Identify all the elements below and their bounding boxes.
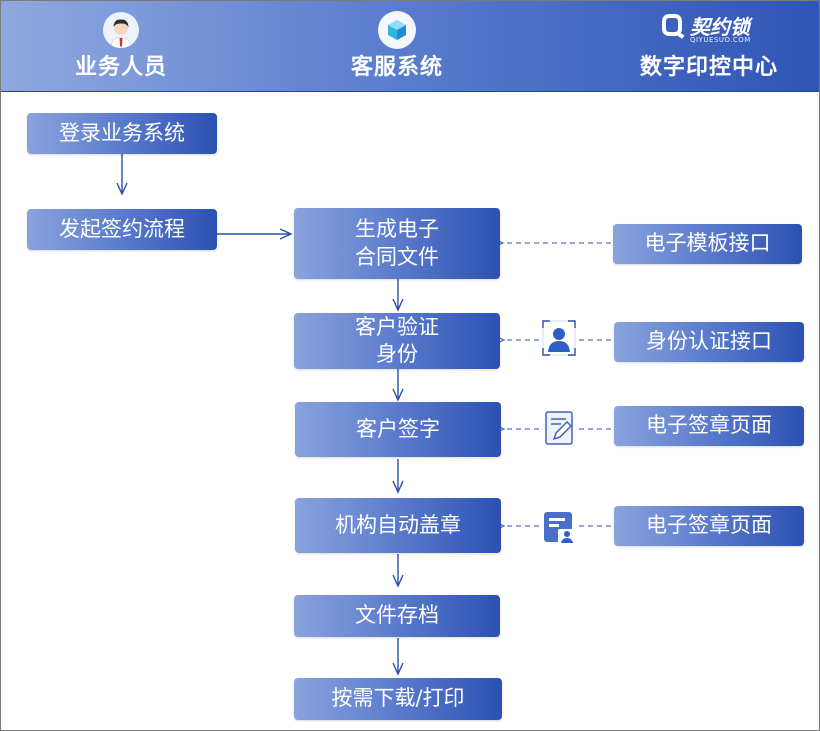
cube-icon [378,11,416,49]
step-label: 电子签章页面 [646,513,772,538]
step-label: 机构自动盖章 [335,512,461,537]
header-title-seal-center: 数字印控中心 [639,55,778,80]
form-user-icon [540,508,578,546]
header-col-seal-center: 契约锁 QIYUESUO.COM 数字印控中心 [599,1,819,91]
step-download-print: 按需下载/打印 [294,678,502,720]
person-avatar-icon [103,12,139,48]
step-label: 电子模板接口 [644,231,771,256]
step-login-business-system: 登录业务系统 [27,113,217,154]
step-label: 身份认证接口 [646,329,772,354]
step-auto-seal: 机构自动盖章 [295,498,501,553]
step-label: 客户签字 [356,416,440,441]
qiyuesuo-logo: 契约锁 QIYUESUO.COM [624,13,794,47]
header-title-service: 客服系统 [350,55,443,80]
header-title-business: 业务人员 [74,55,167,80]
header-bar: 业务人员 客服系统 契约锁 QIYUESUO.COM 数字印控中心 [1,1,819,92]
logo-q-icon [662,14,682,36]
step-label: 生成电子 合同文件 [355,217,439,269]
step-generate-contract: 生成电子 合同文件 [294,208,500,279]
logo-subtitle: QIYUESUO.COM [690,36,751,44]
api-e-template: 电子模板接口 [613,224,802,264]
logo-name: 契约锁 [690,15,750,39]
step-label: 按需下载/打印 [331,686,465,711]
step-label: 客户验证 身份 [355,314,439,366]
header-col-business: 业务人员 [11,1,231,91]
step-label: 文件存档 [355,603,439,628]
step-archive: 文件存档 [294,595,500,637]
step-label: 登录业务系统 [59,120,185,145]
user-portrait-icon [540,319,578,357]
document-pen-icon [540,409,578,447]
step-customer-sign: 客户签字 [295,402,501,457]
api-identity-auth: 身份认证接口 [614,322,804,362]
step-label: 电子签章页面 [646,413,772,438]
header-col-service: 客服系统 [287,1,507,91]
step-label: 发起签约流程 [59,216,185,241]
page-e-seal: 电子签章页面 [614,506,804,546]
step-verify-identity: 客户验证 身份 [294,313,500,369]
step-initiate-signing-flow: 发起签约流程 [27,209,217,250]
page-e-signature: 电子签章页面 [614,406,804,446]
